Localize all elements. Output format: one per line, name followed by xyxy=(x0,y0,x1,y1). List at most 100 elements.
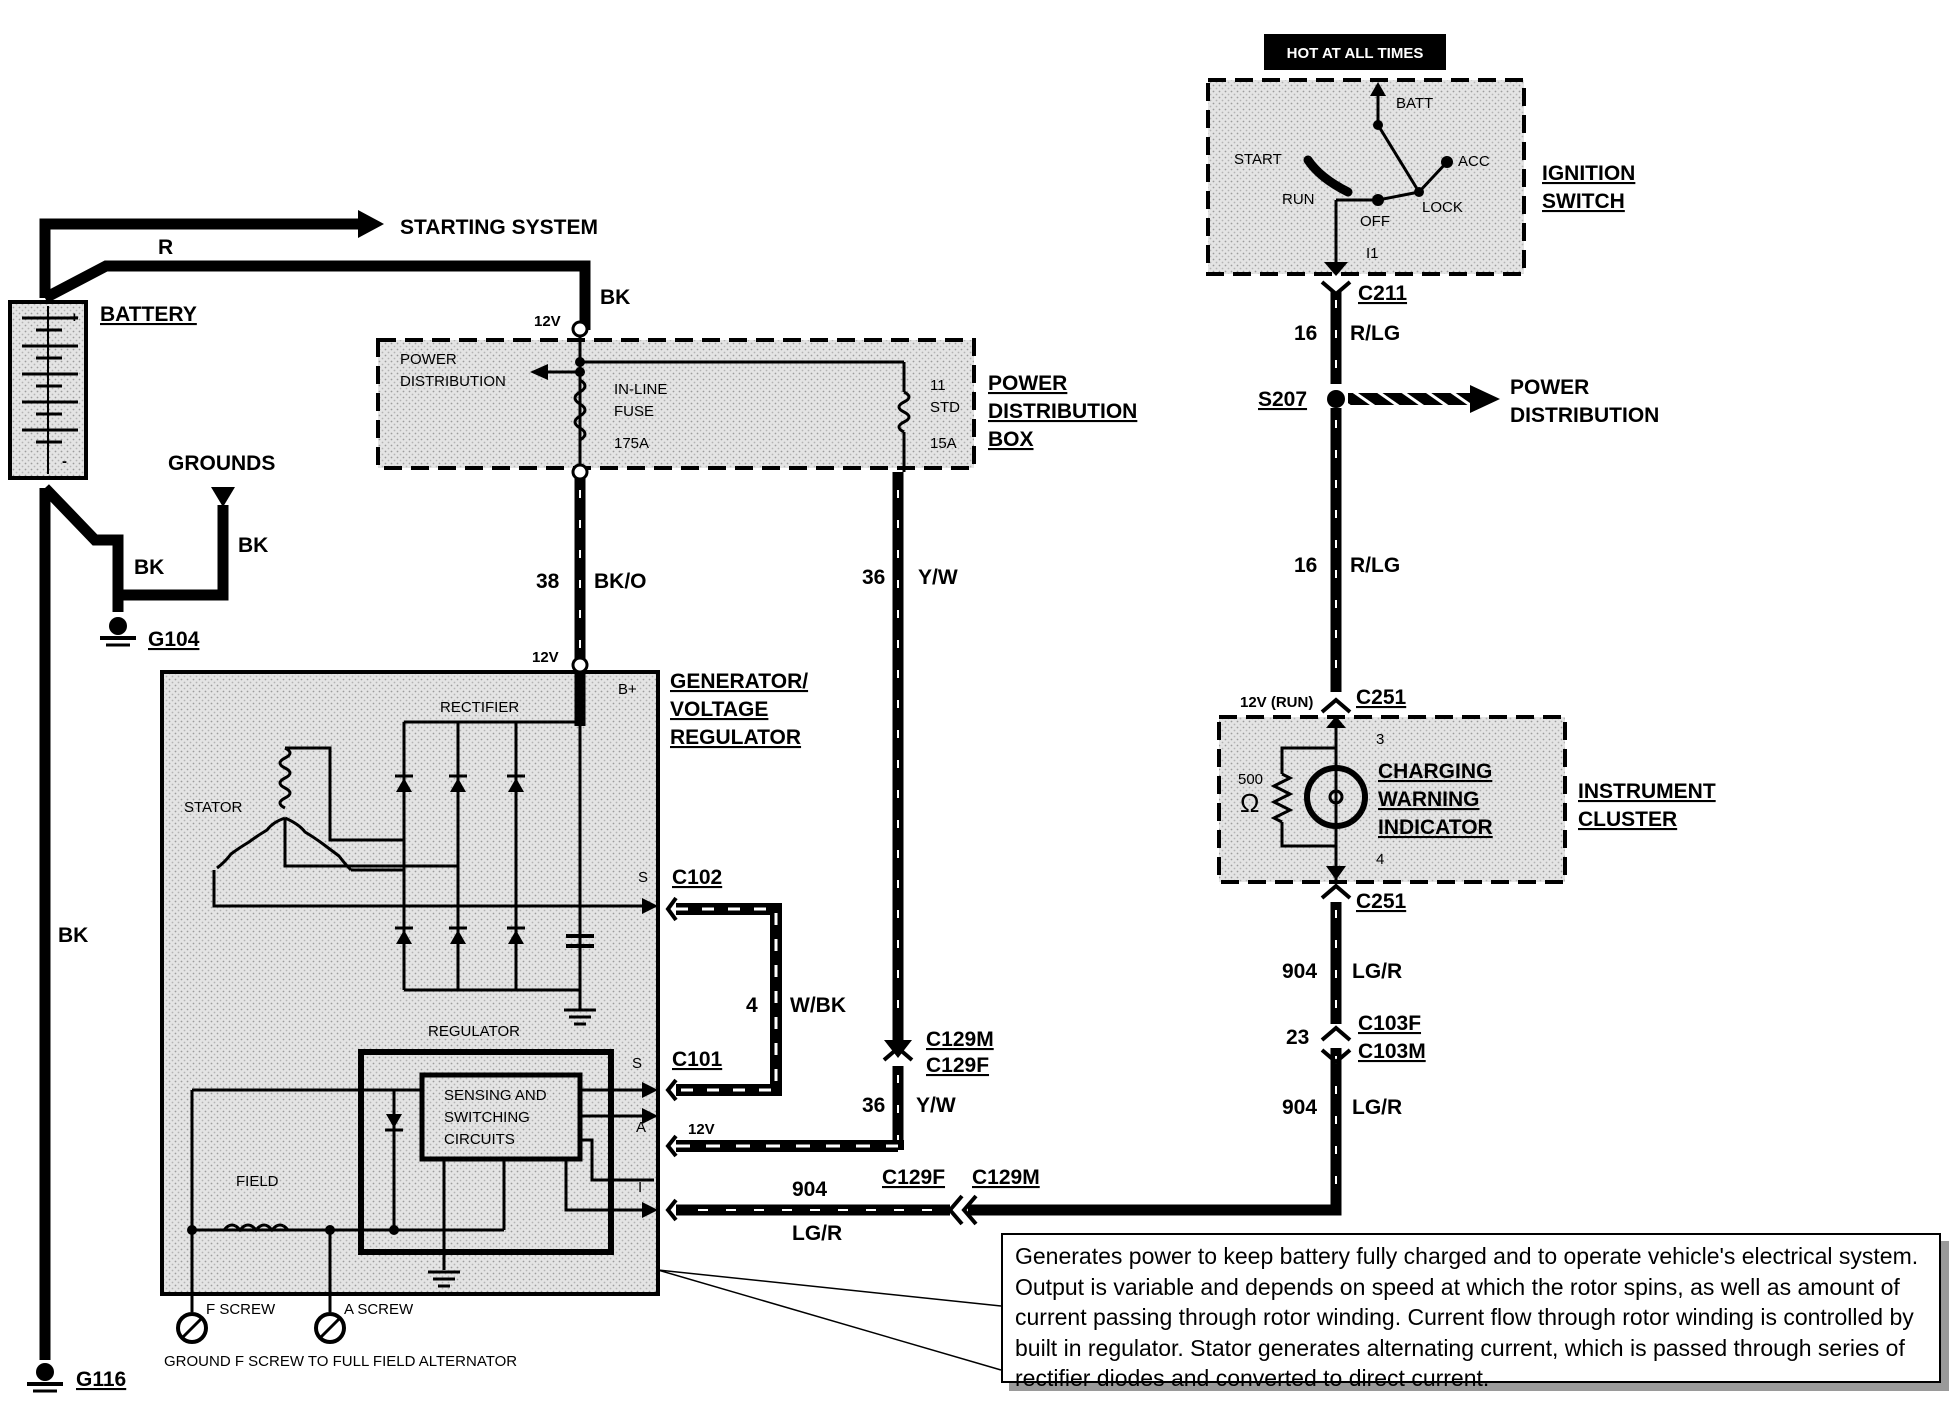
w16a-label: 16 xyxy=(1294,322,1317,345)
w904c-label: 904 xyxy=(792,1178,827,1201)
ign-acc: ACC xyxy=(1458,153,1490,170)
fuse-3: 175A xyxy=(614,435,649,452)
ignition-box xyxy=(1206,78,1526,276)
ign-title-2: SWITCH xyxy=(1542,190,1625,213)
ohm-label: Ω xyxy=(1240,788,1259,818)
pdb-inner-1: POWER xyxy=(400,351,457,368)
s1-label: S xyxy=(638,869,648,886)
lgr-b-label: LG/R xyxy=(1352,1096,1402,1119)
c103m-label: C103M xyxy=(1358,1040,1426,1063)
bk-long-label: BK xyxy=(58,924,88,947)
cluster-title-1: INSTRUMENT xyxy=(1578,780,1716,803)
gen-bplus: B+ xyxy=(618,681,637,698)
ign-run: RUN xyxy=(1282,191,1315,208)
ign-i1: I1 xyxy=(1366,245,1379,262)
power-dist-right-1: POWER xyxy=(1510,376,1589,399)
c102-label: C102 xyxy=(672,866,722,889)
hot-label: HOT AT ALL TIMES xyxy=(1287,45,1424,62)
s207-label: S207 xyxy=(1258,388,1307,411)
w36b-label: 36 xyxy=(862,1094,885,1117)
ign-lock: LOCK xyxy=(1422,199,1463,216)
w4-label: 4 xyxy=(746,994,758,1017)
g104-label: G104 xyxy=(148,628,200,651)
battery-label: BATTERY xyxy=(100,303,197,326)
sense-2: SWITCHING xyxy=(444,1109,530,1126)
pin4-label: 4 xyxy=(1376,851,1384,868)
w36a-label: 36 xyxy=(862,566,885,589)
ignition-internals xyxy=(1334,88,1449,262)
gen-title-1: GENERATOR/ xyxy=(670,670,808,693)
sensing-circuits-box xyxy=(419,1072,583,1162)
res-label: 500 xyxy=(1238,771,1263,788)
cluster-arrow-bottom xyxy=(1326,866,1346,880)
c211-arrow xyxy=(1324,262,1348,276)
std-1: 11 xyxy=(930,377,946,394)
field-label: FIELD xyxy=(236,1173,279,1190)
description-box: Generates power to keep battery fully ch… xyxy=(1001,1233,1941,1391)
bko-label: BK/O xyxy=(594,570,647,593)
regulator-label: REGULATOR xyxy=(428,1023,520,1040)
s2-arrow xyxy=(642,1082,658,1098)
grounds-label: GROUNDS xyxy=(168,452,275,475)
ign-start: START xyxy=(1234,151,1282,168)
a-label: A xyxy=(636,1119,646,1136)
acc-node xyxy=(1441,156,1453,168)
pdb-bottom-node xyxy=(571,463,589,481)
i-arrow xyxy=(642,1202,658,1218)
grounds-arrow xyxy=(211,487,235,507)
off-node xyxy=(1372,194,1384,206)
w904b-label: 904 xyxy=(1282,1096,1317,1119)
sense-1: SENSING AND xyxy=(444,1087,547,1104)
generator-internals xyxy=(212,672,654,1010)
ign-title-1: IGNITION xyxy=(1542,162,1635,185)
bk-grounds-2: BK xyxy=(238,534,268,557)
description-leaders xyxy=(657,1269,1002,1371)
c129m-a-label: C129M xyxy=(926,1028,994,1051)
lgr-c-label: LG/R xyxy=(792,1222,842,1245)
yw-a-label: Y/W xyxy=(918,566,958,589)
wire-tracers xyxy=(579,490,899,1140)
a-12v-label: 12V xyxy=(688,1121,715,1138)
w38-label: 38 xyxy=(536,570,560,593)
c101-label: C101 xyxy=(672,1048,723,1071)
w23-label: 23 xyxy=(1286,1026,1309,1049)
lock-node xyxy=(1414,187,1424,197)
wire-r-label: R xyxy=(158,236,173,259)
pdb-title-3: BOX xyxy=(988,428,1034,451)
pdb-inner-2: DISTRIBUTION xyxy=(400,373,506,390)
s2-label: S xyxy=(632,1055,642,1072)
c129f-b-label: C129F xyxy=(882,1166,945,1189)
field-node-3 xyxy=(389,1225,399,1235)
g104-ground-icon xyxy=(100,617,136,647)
power-dist-right-2: DISTRIBUTION xyxy=(1510,404,1659,427)
reg-ground-symbol xyxy=(428,1270,460,1288)
c251b-label: C251 xyxy=(1356,890,1407,913)
batt-arrow xyxy=(1370,82,1386,96)
i-label: I xyxy=(638,1179,642,1196)
gen-12v: 12V xyxy=(532,649,559,666)
std-2: STD xyxy=(930,399,960,416)
regulator-internals xyxy=(190,1088,654,1312)
right-wire-tracers xyxy=(684,300,1337,1211)
s-terminal-arrow xyxy=(642,898,658,914)
pdb-dot xyxy=(575,357,585,367)
lgr-a-label: LG/R xyxy=(1352,960,1402,983)
wire-a-12v xyxy=(676,1140,904,1152)
ind-1: CHARGING xyxy=(1378,760,1492,783)
pdb-title-1: POWER xyxy=(988,372,1067,395)
g116-ground-icon xyxy=(27,1363,63,1393)
power-distribution-arrow xyxy=(1470,385,1500,413)
pin3-label: 3 xyxy=(1376,731,1384,748)
batt-node xyxy=(1373,120,1383,130)
pdb-title-2: DISTRIBUTION xyxy=(988,400,1137,423)
field-node-1 xyxy=(187,1225,197,1235)
cluster-title-2: CLUSTER xyxy=(1578,808,1677,831)
reg-diode xyxy=(386,1114,402,1128)
wire-ground-g104 xyxy=(41,484,124,612)
a-screw-label: A SCREW xyxy=(344,1301,414,1318)
w904a-label: 904 xyxy=(1282,960,1317,983)
cluster-arrow-top xyxy=(1326,716,1346,728)
wire-r-battery xyxy=(42,260,591,330)
s207-splice xyxy=(1327,390,1345,408)
rlg-b-label: R/LG xyxy=(1350,554,1400,577)
